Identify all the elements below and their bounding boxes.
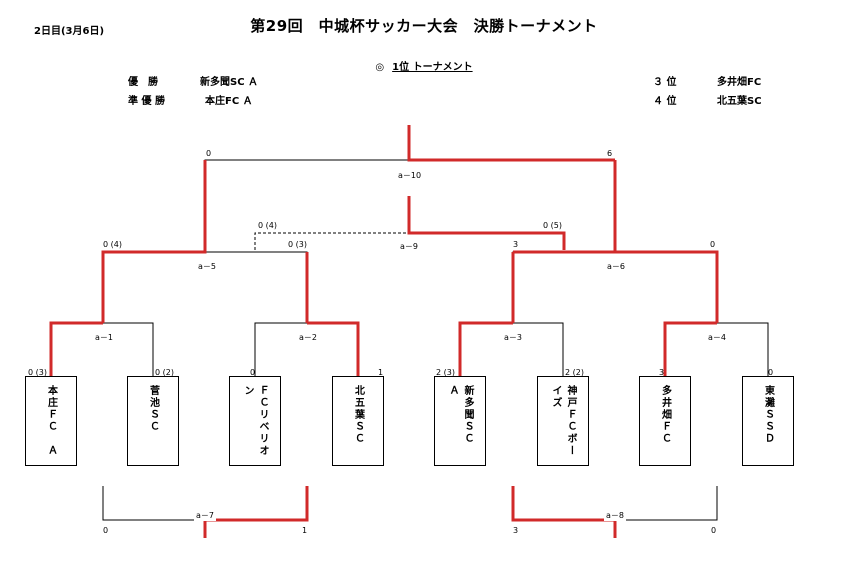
- team-box-6: 神戸ＦＣボーイズ: [537, 376, 589, 466]
- score-a8-left: 3: [513, 526, 519, 535]
- win-path-a4: [663, 321, 717, 376]
- team-name: 神戸ＦＣボーイズ: [550, 385, 576, 457]
- match-label-a1: a－1: [93, 332, 115, 343]
- score-a2-left: 0: [250, 368, 256, 377]
- score-a3-left: 2 (3): [436, 368, 455, 377]
- score-a8-right: 0: [711, 526, 717, 535]
- score-a6-right: 0: [710, 240, 716, 249]
- line-a9-left: [254, 232, 409, 250]
- match-label-a2: a－2: [297, 332, 319, 343]
- team-name: 北五葉ＳＣ: [352, 385, 364, 445]
- score-a10-right: 6: [607, 149, 613, 158]
- team-box-7: 多井畑ＦＣ: [639, 376, 691, 466]
- runnerup-label: 準 優 勝: [128, 96, 165, 107]
- line-a6-left: [512, 251, 615, 322]
- win-path-a3: [458, 321, 513, 376]
- score-a9-right: 0 (5): [543, 221, 562, 230]
- team-name: 本庄ＦＣ Ａ: [45, 385, 57, 457]
- fourth-place-label: ４ 位: [653, 96, 677, 107]
- score-a1-right: 0 (2): [155, 368, 174, 377]
- line-a3: [459, 322, 564, 376]
- match-label-a7: a－7: [194, 510, 216, 521]
- match-label-a4: a－4: [706, 332, 728, 343]
- win-path-a1: [49, 321, 103, 376]
- win-path-a8: [511, 486, 617, 538]
- third-place-team: 多井畑FC: [717, 77, 762, 88]
- page-title: 第29回 中城杯サッカー大会 決勝トーナメント: [250, 17, 598, 35]
- team-box-3: ＦＣリベリオン: [229, 376, 281, 466]
- line-a10-left: [204, 159, 409, 250]
- team-box-1: 本庄ＦＣ Ａ: [25, 376, 77, 466]
- score-a1-left: 0 (3): [28, 368, 47, 377]
- team-name: 菅池ＳＣ: [147, 385, 159, 433]
- line-a5-right: [205, 251, 308, 322]
- score-a5-right: 0 (3): [288, 240, 307, 249]
- champion-team: 新多聞SC Ａ: [200, 77, 259, 88]
- score-a4-left: 3: [659, 368, 665, 377]
- match-day-label: 2日目(3月6日): [34, 26, 105, 37]
- match-label-a10: a－10: [396, 170, 424, 181]
- score-a2-right: 1: [378, 368, 384, 377]
- fourth-place-team: 北五葉SC: [717, 96, 762, 107]
- tournament-subtitle: ◎ 1位 トーナメント: [0, 58, 848, 73]
- third-place-label: ３ 位: [653, 77, 677, 88]
- team-name: 新多聞ＳＣ Ａ: [447, 385, 473, 457]
- match-label-a9: a－9: [398, 241, 420, 252]
- win-path-a2: [307, 321, 360, 376]
- win-path-a7: [203, 486, 309, 538]
- runnerup-team: 本庄FC Ａ: [205, 96, 253, 107]
- line-a5-left: [102, 251, 205, 322]
- win-path-a9: [407, 196, 566, 250]
- line-a4: [664, 322, 769, 376]
- match-label-a5: a－5: [196, 261, 218, 272]
- match-label-a8: a－8: [604, 510, 626, 521]
- team-name: 多井畑ＦＣ: [659, 385, 671, 445]
- team-box-4: 北五葉ＳＣ: [332, 376, 384, 466]
- win-path-a10: [407, 125, 615, 162]
- score-a4-right: 0: [768, 368, 774, 377]
- score-a9-left: 0 (4): [258, 221, 277, 230]
- score-a3-right: 2 (2): [565, 368, 584, 377]
- team-box-5: 新多聞ＳＣ Ａ: [434, 376, 486, 466]
- score-a7-left: 0: [103, 526, 109, 535]
- match-label-a6: a－6: [605, 261, 627, 272]
- team-box-8: 東灘ＳＳＤ: [742, 376, 794, 466]
- score-a7-right: 1: [302, 526, 308, 535]
- champion-label: 優 勝: [128, 77, 158, 88]
- subtitle-text: 1位 トーナメント: [392, 62, 473, 73]
- score-a10-left: 0: [206, 149, 212, 158]
- win-path-a6-right: [615, 250, 719, 323]
- line-a1: [50, 322, 154, 376]
- line-a6-right: [615, 251, 718, 322]
- double-circle-icon: ◎: [375, 62, 385, 73]
- line-a2: [254, 322, 359, 376]
- team-name: 東灘ＳＳＤ: [762, 385, 774, 445]
- team-box-2: 菅池ＳＣ: [127, 376, 179, 466]
- match-label-a3: a－3: [502, 332, 524, 343]
- score-a6-left: 3: [513, 240, 519, 249]
- team-name: ＦＣリベリオン: [242, 385, 268, 457]
- win-path-a5: [101, 160, 207, 323]
- score-a5-left: 0 (4): [103, 240, 122, 249]
